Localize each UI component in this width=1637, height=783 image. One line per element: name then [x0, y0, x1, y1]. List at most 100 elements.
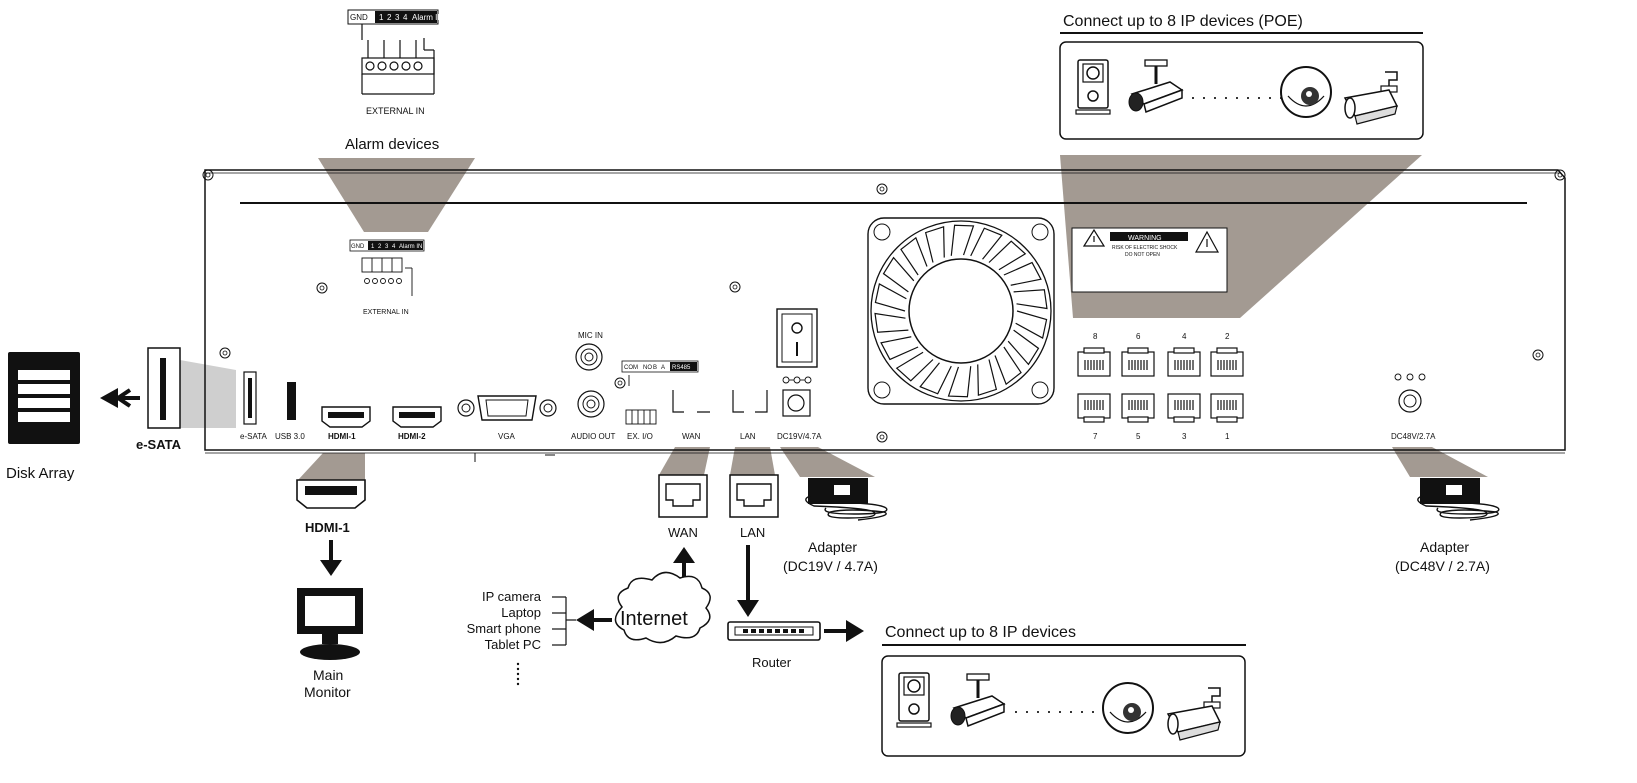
poe-port-number: 6 — [1136, 332, 1141, 341]
lan-port-label: LAN — [740, 432, 756, 441]
fan-blade — [875, 313, 908, 332]
mic-in-label: MIC IN — [578, 331, 603, 340]
warning-label: WARNING RISK OF ELECTRIC SHOCK DO NOT OP… — [1072, 228, 1227, 292]
screw-hole-icon — [615, 378, 625, 388]
adapter1-group: Adapter (DC19V / 4.7A) — [783, 478, 887, 574]
fan-blade — [995, 347, 1021, 384]
screw-hole-icon — [877, 184, 887, 194]
poe-port — [1122, 394, 1154, 422]
fan-blade — [875, 284, 906, 311]
dc48-jack — [1399, 390, 1421, 412]
disk-array-group: Disk Array e-SATA — [6, 348, 182, 482]
usb-port-label: USB 3.0 — [275, 432, 305, 441]
adapter2-spec: (DC48V / 2.7A) — [1395, 558, 1490, 574]
power-adapter-icon — [1418, 478, 1499, 520]
esata-port-label: e-SATA — [240, 432, 267, 441]
poe-device-group: Connect up to 8 IP devices (POE) · · · ·… — [1060, 13, 1423, 139]
dc48-port-label: DC48V/2.7A — [1391, 432, 1436, 441]
arrow-left-icon — [118, 390, 140, 406]
fan-blade — [951, 225, 973, 256]
fan-blade — [1016, 311, 1047, 338]
fan-blade — [881, 337, 918, 360]
ext-io-label: EX. I/O — [627, 432, 653, 441]
panel-alarm-terminal — [362, 258, 412, 296]
adapter1-projection-shade — [780, 447, 875, 477]
client-item: Tablet PC — [485, 637, 541, 652]
warning-line: RISK OF ELECTRIC SHOCK — [1112, 245, 1178, 251]
screw-hole-icon — [1533, 350, 1543, 360]
client-item: Laptop — [501, 605, 541, 620]
audio-out-label: AUDIO OUT — [571, 432, 616, 441]
dome-camera-icon — [1103, 683, 1153, 733]
fan-blade — [1004, 263, 1041, 286]
ip-device-group: Connect up to 8 IP devices · · · · · · ·… — [882, 624, 1246, 756]
power-adapter-icon — [806, 478, 887, 520]
poe-port — [1078, 348, 1110, 376]
cooling-fan — [868, 218, 1054, 404]
adapter2-projection-shade — [1392, 447, 1488, 477]
hdmi1-port-label: HDMI-1 — [328, 432, 356, 441]
rs485-pin: NO — [643, 365, 652, 371]
wan-projection-shade — [659, 447, 710, 475]
screw-hole-icon — [220, 348, 230, 358]
monitor-label-line1: Main — [313, 667, 343, 683]
panel-alarm-caption: EXTERNAL IN — [363, 309, 409, 316]
dc19-port-label: DC19V/4.7A — [777, 432, 822, 441]
adapter2-title: Adapter — [1420, 539, 1469, 555]
esata-connector-label: e-SATA — [136, 437, 182, 452]
audio-out-jack — [578, 391, 604, 417]
poe-port-number: 4 — [1182, 332, 1187, 341]
dome-camera-icon — [1281, 67, 1331, 117]
poe-port — [1211, 348, 1243, 376]
lan-jack-label: LAN — [740, 525, 765, 540]
network-group: WAN LAN Internet IP camera Laptop Smart … — [467, 475, 864, 685]
box-camera-icon — [897, 673, 931, 727]
client-item: Smart phone — [467, 621, 541, 636]
rs485-title: RS485 — [672, 365, 691, 371]
router-label: Router — [752, 655, 792, 670]
alarm-header-pin: 4 — [403, 13, 408, 22]
vga-port — [458, 396, 556, 420]
box-camera-icon — [1076, 60, 1110, 114]
fan-blade — [901, 238, 927, 275]
usb-port — [287, 382, 296, 420]
panel-alarm-title: Alarm IN — [399, 244, 422, 250]
poe-port — [1122, 348, 1154, 376]
adapter1-spec: (DC19V / 4.7A) — [783, 558, 878, 574]
wan-port — [673, 390, 710, 412]
router-icon — [728, 622, 820, 640]
screw-hole-icon — [730, 282, 740, 292]
client-list-ellipsis — [517, 663, 519, 685]
monitor-label-line2: Monitor — [304, 684, 351, 700]
screw-hole-icon — [317, 283, 327, 293]
fan-blade — [926, 227, 945, 263]
fan-blade — [1014, 290, 1047, 309]
dc19-jack — [783, 390, 810, 416]
warning-line: DO NOT OPEN — [1125, 252, 1160, 258]
poe-port-number: 8 — [1093, 332, 1098, 341]
poe-port — [1211, 394, 1243, 422]
screw-hole-icon — [877, 432, 887, 442]
hdmi-projection-shade — [298, 453, 365, 480]
panel-alarm-gnd: GND — [351, 244, 365, 250]
mic-in-jack — [576, 344, 602, 370]
esata-projection-shade — [180, 360, 236, 428]
client-item: IP camera — [482, 589, 542, 604]
monitor-icon — [297, 588, 363, 660]
poe-port-number: 3 — [1182, 432, 1187, 441]
poe-port — [1168, 394, 1200, 422]
poe-port — [1168, 348, 1200, 376]
adapter1-title: Adapter — [808, 539, 857, 555]
alarm-projection-shade — [318, 158, 475, 232]
poe-port-number: 7 — [1093, 432, 1098, 441]
wan-jack-label: WAN — [668, 525, 698, 540]
rs485-pin: COM — [624, 365, 638, 371]
adapter2-group: Adapter (DC48V / 2.7A) — [1395, 478, 1499, 574]
hdmi-output-group: HDMI-1 Main Monitor — [297, 480, 365, 700]
poe-port-numbers: 8 6 4 2 7 5 3 1 — [1093, 332, 1230, 441]
wan-port-label: WAN — [682, 432, 701, 441]
poe-port — [1078, 394, 1110, 422]
poe-port-number: 2 — [1225, 332, 1230, 341]
ip-group-title: Connect up to 8 IP devices — [885, 624, 1076, 641]
